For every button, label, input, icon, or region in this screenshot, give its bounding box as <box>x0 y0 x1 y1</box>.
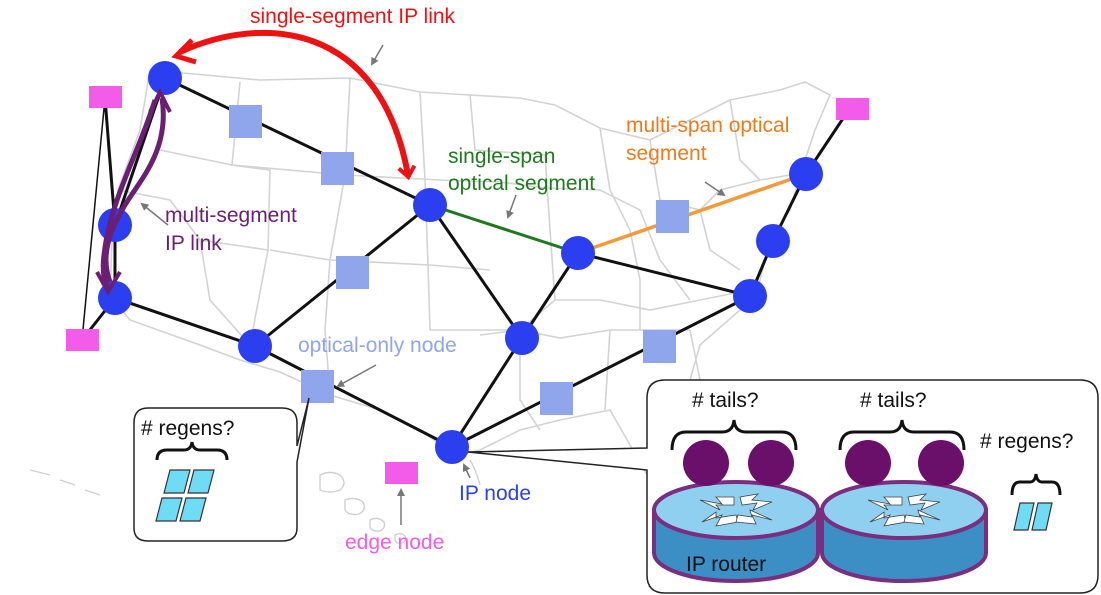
regen-icon <box>179 497 207 522</box>
regen-icon <box>1013 502 1035 531</box>
map-islands <box>29 459 481 544</box>
multi-segment-arrowhead-bottom <box>95 270 122 297</box>
optical-node <box>656 200 689 233</box>
label-single-segment-ip-link: single-segment IP link <box>250 5 456 28</box>
tails-brace-2 <box>838 419 966 451</box>
edge-node <box>66 329 99 351</box>
tail-port <box>845 440 891 486</box>
ip-node <box>561 236 595 270</box>
label-multi-segment-line2: IP link <box>165 232 222 255</box>
optical-node <box>540 382 573 415</box>
optical-node <box>643 330 676 363</box>
optical-node <box>336 256 369 289</box>
label-multi-segment-line1: multi-segment <box>165 204 297 227</box>
edge-node <box>385 462 418 484</box>
single-span-segment <box>429 203 579 255</box>
regens-brace <box>155 441 229 461</box>
multi-span-segment <box>577 172 807 255</box>
label-single-span-line1: single-span <box>448 145 555 168</box>
multi-segment-ip-link-arrow-2 <box>100 99 158 291</box>
label-multi-span-line1: multi-span optical <box>626 114 789 137</box>
regen-icon <box>1031 502 1053 531</box>
regen-icon <box>187 469 215 494</box>
edge-node <box>89 86 122 108</box>
label-single-span-line2: optical segment <box>448 172 595 195</box>
ip-nodes <box>98 61 823 464</box>
optical-only-nodes <box>229 105 689 415</box>
optical-node <box>229 105 262 138</box>
ip-node <box>238 329 272 363</box>
tails-brace-1 <box>670 419 798 451</box>
single-segment-arrowhead-start <box>171 38 197 65</box>
label-optical-only-node: optical-only node <box>298 334 457 357</box>
tail-port <box>748 440 794 486</box>
ip-node <box>413 188 447 222</box>
ip-router-1: IP router <box>652 440 820 583</box>
edge-node <box>836 98 869 120</box>
regen-icons <box>155 469 215 522</box>
label-tails-1: # tails? <box>692 389 759 412</box>
single-segment-ip-link-arrow <box>178 29 417 181</box>
label-ip-router: IP router <box>686 553 766 576</box>
regen-icon <box>155 497 183 522</box>
ip-router-callout: # tails? # tails? # regens? IP router <box>467 379 1099 594</box>
ip-node <box>505 321 539 355</box>
ip-node <box>148 61 182 95</box>
multi-segment-arrowhead-top <box>148 87 172 113</box>
regen-icons-right <box>1013 502 1053 531</box>
tail-port <box>918 440 964 486</box>
edge-nodes <box>66 86 869 484</box>
optical-node <box>321 152 354 185</box>
label-regens-left: # regens? <box>141 417 234 440</box>
regens-brace-right <box>1010 473 1062 496</box>
pointer-arrows <box>140 44 726 525</box>
label-tails-2: # tails? <box>860 389 927 412</box>
label-edge-node: edge node <box>345 531 444 554</box>
us-map-background <box>109 69 832 482</box>
label-ip-node: IP node <box>459 482 531 505</box>
ip-router-2 <box>820 440 988 583</box>
regens-callout: # regens? <box>133 397 310 542</box>
ip-node <box>756 224 790 258</box>
ip-node <box>789 157 823 191</box>
optical-node <box>301 370 334 403</box>
ip-node <box>435 430 469 464</box>
regen-icon <box>163 469 191 494</box>
ip-node <box>733 279 767 313</box>
label-regens-right: # regens? <box>980 430 1073 453</box>
tail-port <box>683 440 729 486</box>
label-multi-span-line2: segment <box>626 142 707 165</box>
